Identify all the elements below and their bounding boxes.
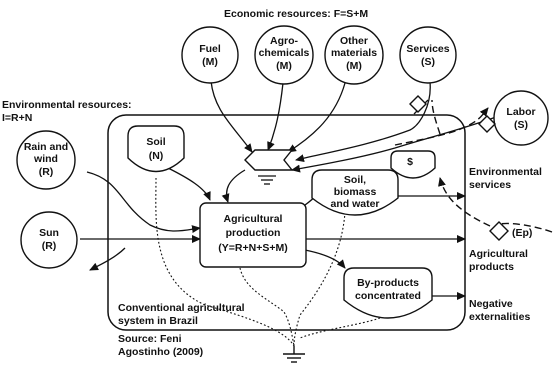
storage-byproducts-label1: By-products bbox=[357, 277, 419, 289]
source-note-line1: Source: Feni bbox=[118, 333, 182, 345]
source-sun-type: (R) bbox=[42, 240, 57, 252]
storage-soil-label: Soil bbox=[146, 136, 165, 148]
source-labor: Labor (S) bbox=[493, 90, 549, 146]
output-environmental-services-label2: services bbox=[469, 179, 511, 191]
flow-rain-wind bbox=[86, 171, 201, 234]
source-rain-wind-label1: Rain and bbox=[24, 141, 68, 153]
source-other-materials: Other materials (M) bbox=[324, 25, 384, 85]
flow-to-byproducts bbox=[304, 249, 346, 269]
money-flows bbox=[394, 99, 553, 233]
money-symbol: $ bbox=[407, 156, 413, 168]
dot-soil bbox=[155, 177, 295, 347]
storage-byproducts: By-products concentrated bbox=[343, 267, 433, 319]
process-agricultural-production: Agricultural production (Y=R+N+S+M) bbox=[199, 202, 307, 268]
source-note-line2: Agostinho (2009) bbox=[118, 346, 203, 358]
source-labor-type: (S) bbox=[514, 119, 528, 131]
source-rain-wind-label2: wind bbox=[33, 153, 58, 165]
source-fuel-label: Fuel bbox=[199, 43, 221, 55]
money-from-ep bbox=[499, 222, 553, 233]
source-services-label: Services bbox=[406, 43, 449, 55]
dot-production bbox=[239, 267, 295, 347]
output-negative-externalities-label2: externalities bbox=[469, 311, 530, 323]
source-sun: Sun (R) bbox=[20, 211, 78, 269]
storage-soil-type: (N) bbox=[149, 150, 164, 162]
output-agricultural-products-label2: products bbox=[469, 261, 514, 273]
output-agricultural-products-label1: Agricultural bbox=[469, 248, 528, 260]
output-ep-label: (Ep) bbox=[512, 227, 532, 239]
money-to-labor bbox=[394, 107, 489, 146]
source-services-type: (S) bbox=[421, 56, 435, 68]
heat-sink-small-icon bbox=[258, 175, 276, 185]
source-agrochemicals-label2: chemicals bbox=[259, 47, 310, 59]
process-label2: production bbox=[226, 227, 281, 239]
money-to-services bbox=[431, 99, 441, 135]
source-labor-label: Labor bbox=[506, 106, 535, 118]
flow-soil-to-production bbox=[167, 167, 211, 201]
storage-soil-biomass-water: Soil, biomass and water bbox=[311, 169, 399, 216]
storage-soil: Soil (N) bbox=[127, 125, 185, 173]
money-to-dollar bbox=[438, 177, 491, 227]
system-label-line2: system in Brazil bbox=[118, 315, 198, 327]
storage-soil-biomass-label3: and water bbox=[330, 198, 379, 210]
interaction-symbol-icon bbox=[244, 149, 294, 171]
source-agrochemicals-label1: Agro- bbox=[270, 35, 298, 47]
source-agrochemicals: Agro- chemicals (M) bbox=[254, 25, 314, 85]
environmental-resources-label: Environmental resources: bbox=[2, 99, 132, 111]
source-other-materials-label2: materials bbox=[331, 47, 377, 59]
storage-soil-biomass-label1: Soil, bbox=[344, 174, 366, 186]
source-fuel: Fuel (M) bbox=[181, 26, 239, 84]
exchange-labor-diamond-icon bbox=[478, 115, 496, 133]
economic-resources-label: Economic resources: F=S+M bbox=[224, 8, 368, 20]
system-boundary bbox=[107, 114, 466, 331]
flow-fuel bbox=[210, 80, 253, 153]
storage-soil-biomass-label2: biomass bbox=[334, 186, 377, 198]
dot-soil-biomass bbox=[293, 211, 346, 347]
source-rain-wind-type: (R) bbox=[39, 166, 54, 178]
output-environmental-services-label1: Environmental bbox=[469, 166, 542, 178]
source-other-materials-label1: Other bbox=[340, 35, 368, 47]
dot-byproducts bbox=[299, 317, 381, 339]
flow-services bbox=[295, 81, 431, 163]
exchange-services-diamond-icon bbox=[409, 95, 427, 113]
process-formula: (Y=R+N+S+M) bbox=[218, 242, 287, 254]
source-other-materials-type: (M) bbox=[346, 60, 362, 72]
flow-materials-to-production bbox=[221, 169, 246, 203]
source-sun-label: Sun bbox=[39, 227, 59, 239]
system-label-line1: Conventional agricultural bbox=[118, 302, 245, 314]
flow-loss bbox=[89, 247, 126, 271]
environmental-resources-formula: I=R+N bbox=[2, 112, 32, 124]
output-negative-externalities-label1: Negative bbox=[469, 298, 513, 310]
flow-other-materials bbox=[287, 82, 346, 153]
storage-byproducts-label2: concentrated bbox=[355, 290, 421, 302]
source-agrochemicals-type: (M) bbox=[276, 60, 292, 72]
exchange-ep-diamond-icon bbox=[489, 221, 509, 241]
process-label1: Agricultural bbox=[224, 213, 283, 225]
source-rain-wind: Rain and wind (R) bbox=[16, 130, 76, 190]
source-fuel-type: (M) bbox=[202, 56, 218, 68]
source-services: Services (S) bbox=[399, 26, 457, 84]
flow-agrochemicals bbox=[267, 82, 284, 151]
storage-money: $ bbox=[390, 150, 436, 179]
heat-sink-main-icon bbox=[283, 346, 305, 363]
